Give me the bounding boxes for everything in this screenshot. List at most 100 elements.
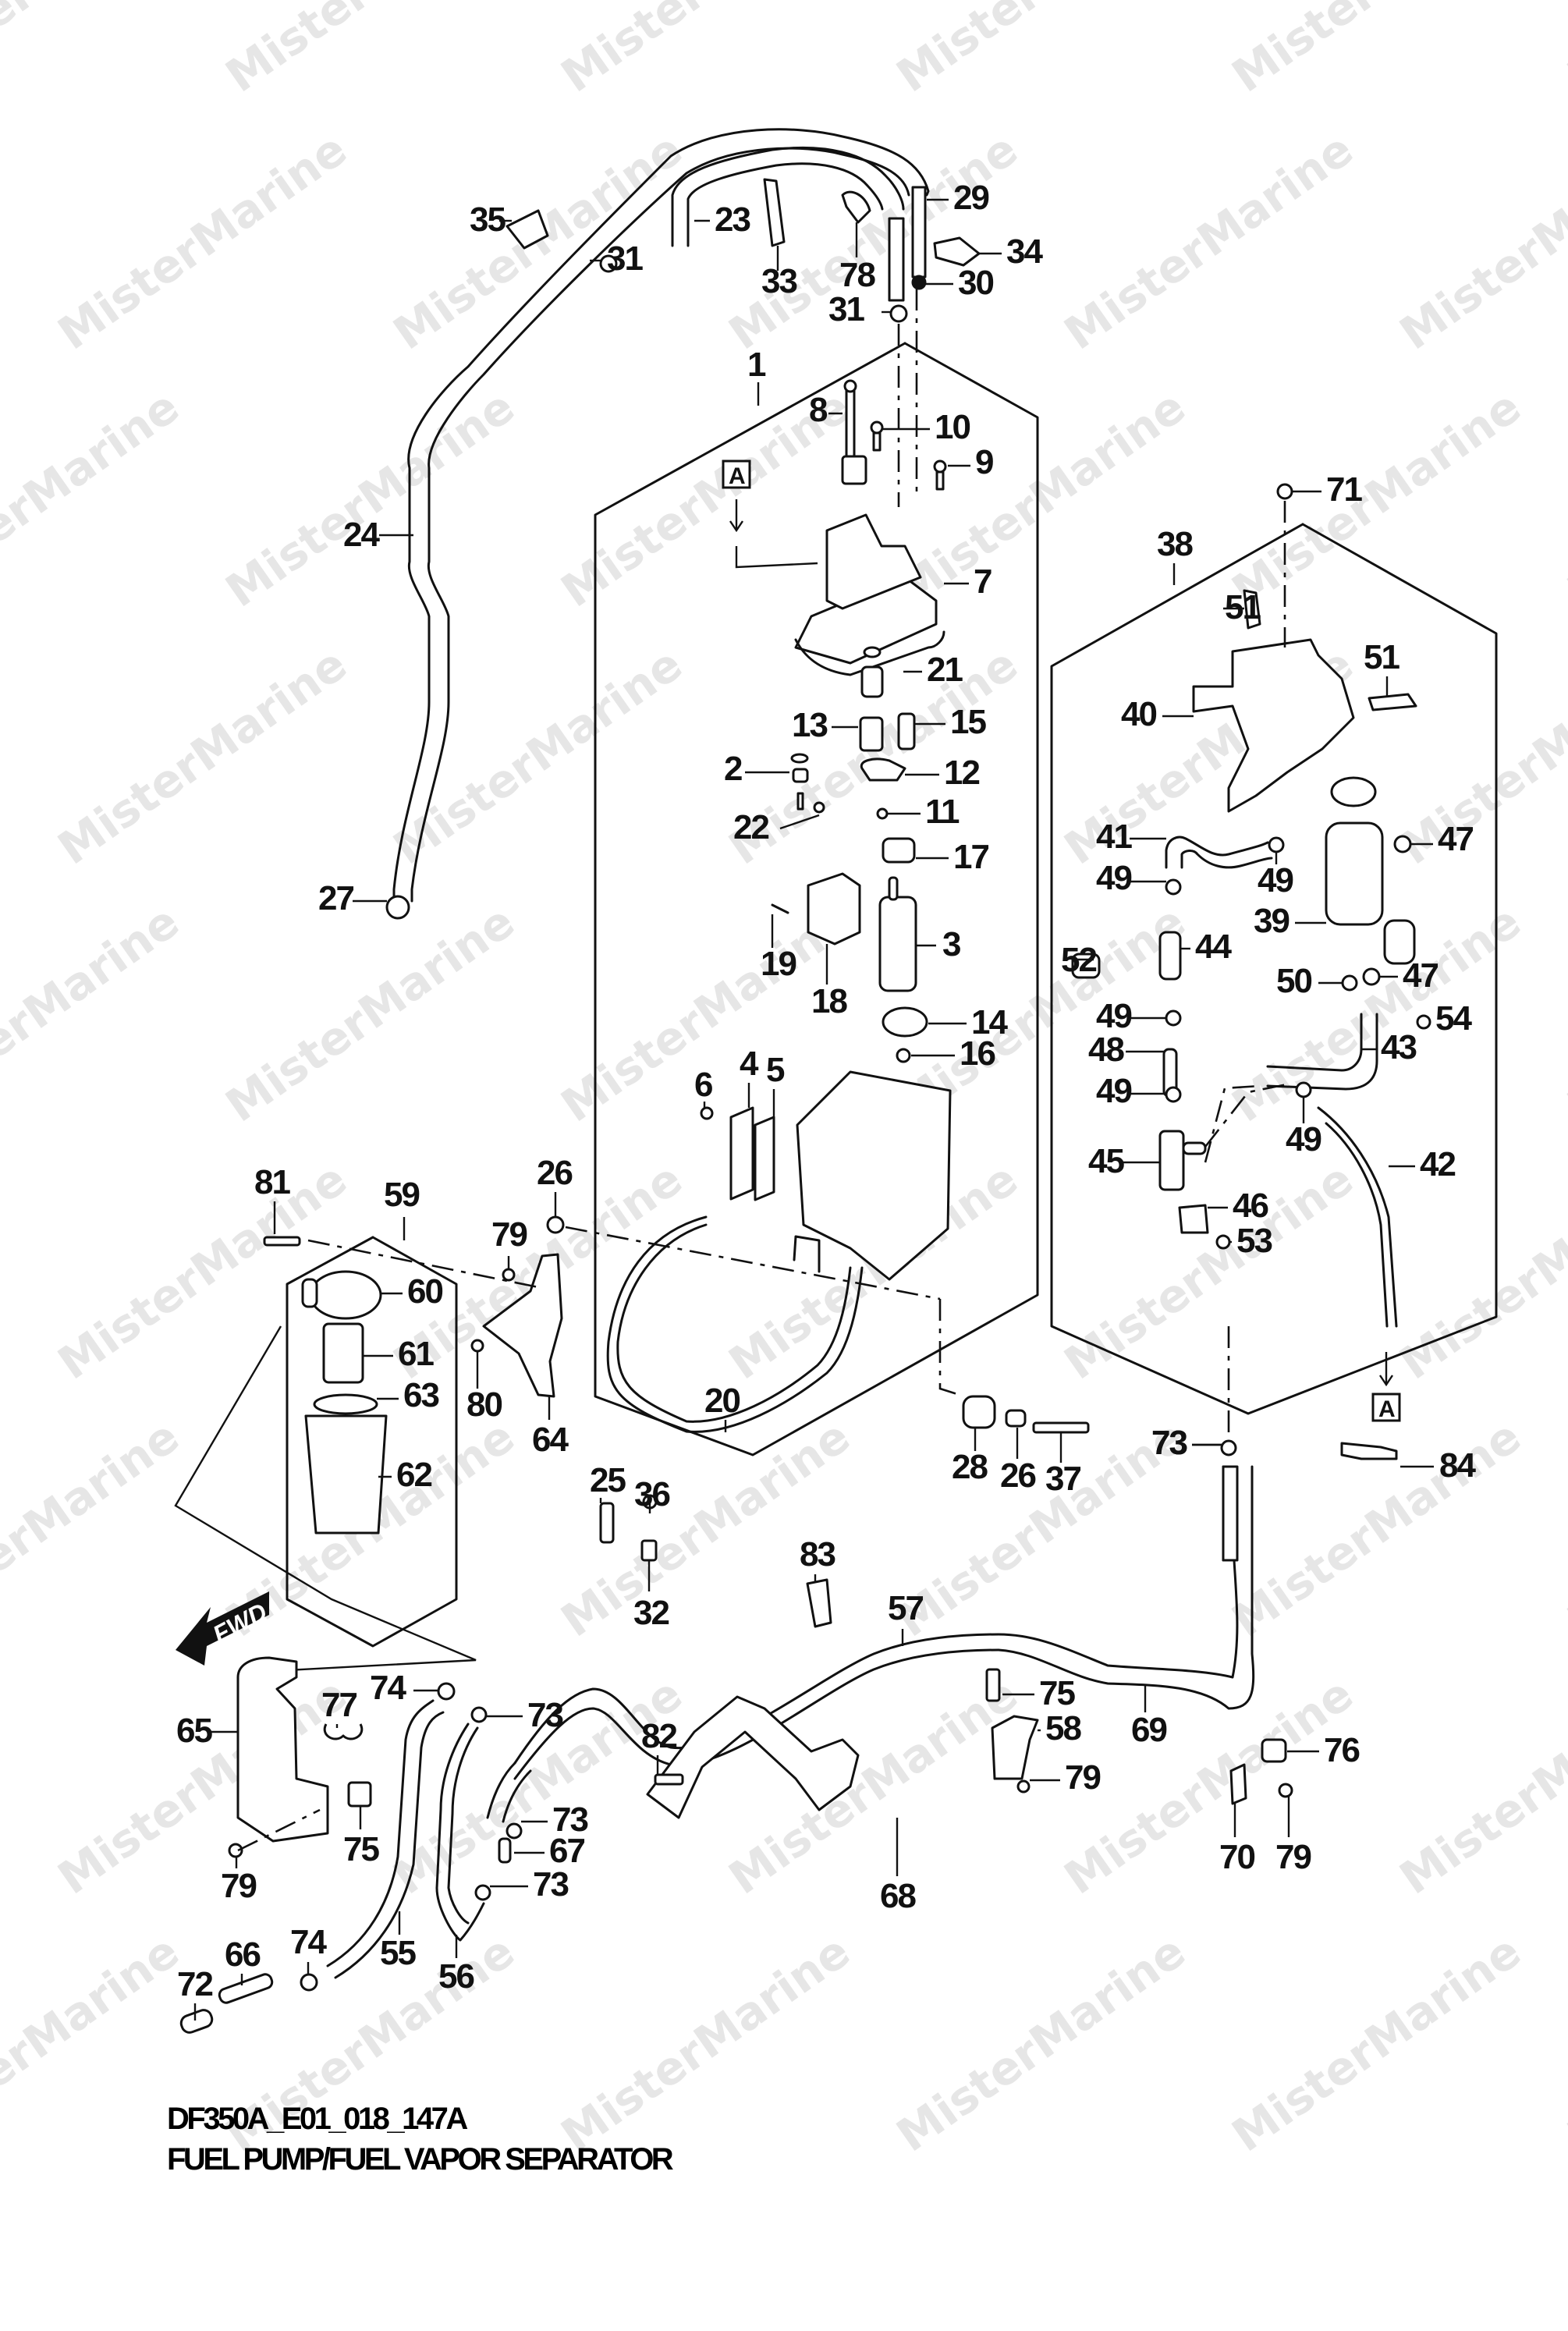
part-number: 49 <box>1096 1072 1131 1110</box>
part-label-38: 38 <box>1157 525 1194 585</box>
reference-marker-a-top: A <box>722 459 818 569</box>
part-number: 84 <box>1439 1446 1476 1485</box>
watermark-text: MisterMarine <box>1558 1410 1568 1647</box>
part-number: 30 <box>958 264 993 302</box>
clamp-49-c <box>1165 1009 1182 1027</box>
watermark-text: MisterMarine <box>887 1925 1194 2162</box>
pipe-67 <box>498 1837 512 1864</box>
part-label-43: 43 <box>1361 1028 1417 1066</box>
grommet-26-top <box>546 1215 565 1234</box>
plate-4 <box>729 1106 754 1201</box>
screw-6 <box>700 1106 714 1120</box>
part-label-83: 83 <box>800 1535 836 1581</box>
watermark-text: MisterMarine <box>1558 0 1568 102</box>
part-label-27: 27 <box>318 879 387 917</box>
part-label-49: 49 <box>1096 997 1166 1035</box>
part-label-79: 79 <box>1030 1758 1102 1797</box>
group-outline-fuel-filter <box>286 1236 458 1648</box>
part-label-15: 15 <box>914 703 988 741</box>
part-label-59: 59 <box>384 1176 420 1240</box>
part-number: 19 <box>761 945 796 983</box>
group-outline-fuel-pump <box>594 342 1039 1456</box>
part-label-26: 26 <box>1000 1428 1037 1495</box>
part-number: 10 <box>935 408 970 446</box>
part-number: 31 <box>607 239 643 278</box>
part-label-51: 51 <box>1364 638 1401 697</box>
hose-20 <box>606 1215 864 1433</box>
clamp-49-d <box>1165 1086 1182 1103</box>
part-label-80: 80 <box>466 1351 503 1424</box>
bolt-82 <box>654 1773 684 1786</box>
part-label-79: 79 <box>1275 1797 1312 1876</box>
part-label-1: 1 <box>747 346 768 406</box>
hose-23 <box>671 146 905 247</box>
part-number: 61 <box>398 1335 434 1373</box>
part-number: 76 <box>1324 1731 1359 1769</box>
part-label-49: 49 <box>1096 1072 1166 1110</box>
watermark-text: MisterMarine <box>1558 895 1568 1133</box>
part-number: 34 <box>1006 232 1043 271</box>
part-label-33: 33 <box>761 246 798 300</box>
clamp-73-b <box>506 1822 523 1840</box>
part-label-49: 49 <box>1286 1097 1322 1158</box>
part-label-5: 5 <box>766 1051 786 1117</box>
part-label-36: 36 <box>634 1475 671 1513</box>
bolt-54 <box>1416 1014 1431 1030</box>
clip-75-left <box>347 1781 372 1808</box>
part-number: 28 <box>952 1448 988 1486</box>
part-label-8: 8 <box>809 391 843 429</box>
fuel-pump-3 <box>878 896 917 992</box>
part-label-7: 7 <box>944 562 993 601</box>
part-label-44: 44 <box>1180 928 1233 966</box>
part-label-26: 26 <box>537 1154 573 1217</box>
part-label-25: 25 <box>590 1461 627 1503</box>
clamp-49-e <box>1295 1081 1312 1098</box>
part-label-53: 53 <box>1229 1222 1273 1260</box>
filter-head-port <box>301 1278 318 1308</box>
pipe-44 <box>1158 931 1182 981</box>
vapor-separator-39 <box>1325 821 1384 926</box>
part-number: 74 <box>290 1923 327 1961</box>
part-number: 53 <box>1236 1222 1272 1260</box>
part-label-62: 62 <box>378 1456 433 1494</box>
clip-35 <box>506 209 549 250</box>
part-number: 75 <box>1039 1674 1075 1712</box>
part-number: 56 <box>438 1957 474 1996</box>
pump-holder-18 <box>807 872 861 946</box>
cap-72 <box>179 2009 214 2034</box>
watermark-text: MisterMarine <box>0 1410 189 1648</box>
part-label-39: 39 <box>1254 902 1326 940</box>
part-label-6: 6 <box>694 1066 714 1108</box>
part-label-21: 21 <box>903 651 964 689</box>
part-label-74: 74 <box>370 1669 438 1707</box>
hose-56 <box>435 1723 485 1942</box>
hose-69-pipe <box>1222 1465 1239 1562</box>
o-ring-21 <box>863 646 882 658</box>
bracket-25 <box>599 1502 615 1544</box>
part-label-73: 73 <box>1151 1424 1222 1462</box>
part-label-3: 3 <box>916 925 962 963</box>
watermark-text: MisterMarine <box>1558 380 1568 618</box>
part-number: 60 <box>407 1272 442 1311</box>
bolt-80 <box>470 1339 484 1353</box>
part-label-76: 76 <box>1287 1731 1360 1769</box>
clip-33 <box>763 178 786 247</box>
svg-text:A: A <box>729 463 746 489</box>
leader-filter-assembly <box>174 1325 477 1673</box>
watermark-text: MisterMarine <box>552 0 859 102</box>
assembly-line-bushing <box>938 1299 960 1396</box>
assembly-line-65-79 <box>237 1808 321 1852</box>
fuel-pump-3-nozzle <box>888 876 899 901</box>
svg-text:A: A <box>1378 1396 1396 1422</box>
part-label-22: 22 <box>733 808 820 846</box>
part-label-17: 17 <box>916 838 990 876</box>
valve-2 <box>792 768 809 783</box>
part-number: 12 <box>944 754 979 792</box>
watermark-text: MisterMarine <box>1390 1667 1568 1905</box>
part-label-19: 19 <box>761 914 797 983</box>
part-number: 35 <box>470 200 506 239</box>
part-label-49: 49 <box>1258 852 1294 899</box>
part-number: 8 <box>809 391 828 429</box>
watermark-text: MisterMarine <box>1390 122 1568 360</box>
part-number: 54 <box>1435 999 1472 1038</box>
